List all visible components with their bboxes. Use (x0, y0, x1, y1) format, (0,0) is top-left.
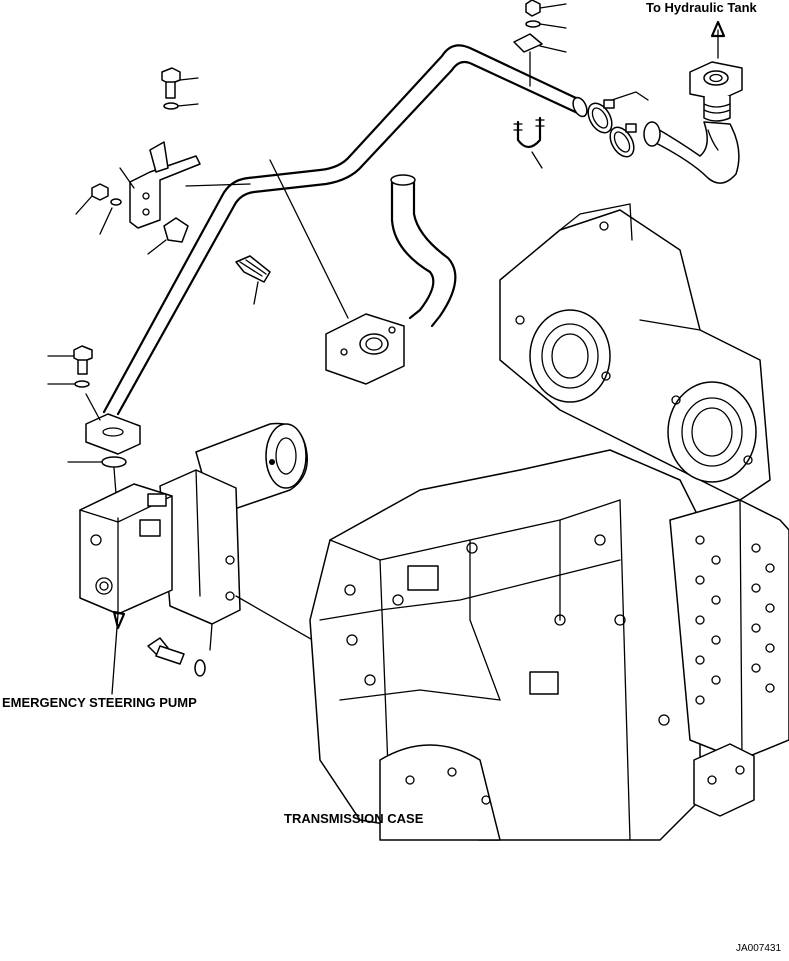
clip-bolt (235, 255, 271, 305)
suction-pipe (269, 159, 457, 385)
hose-clamp-1 (587, 99, 615, 134)
hydraulic-tank-port (689, 20, 743, 122)
bracket-bolt-top (161, 67, 199, 110)
transmission-case-label: TRANSMISSION CASE (284, 811, 424, 826)
return-hose (643, 121, 740, 184)
pump-leader-arrow (112, 610, 126, 630)
emergency-steering-pump-label: EMERGENCY STEERING PUMP (2, 695, 197, 710)
pipe-clip (147, 217, 189, 255)
transmission-case (309, 203, 789, 841)
clamp-leader-line (611, 91, 649, 101)
to-hydraulic-tank-label: To Hydraulic Tank (646, 0, 757, 15)
figure-id-label: JA007431 (736, 943, 782, 954)
valve-port-grid (695, 535, 775, 705)
bracket-nut (75, 183, 122, 235)
pump-mounting-bolt (147, 623, 213, 677)
hose-clamp-2 (609, 123, 637, 158)
emergency-steering-pump (79, 422, 308, 625)
main-steel-pipe (85, 44, 588, 455)
pipe-flange-bolt (47, 345, 101, 421)
top-fasteners (513, 0, 567, 87)
u-bolt (513, 116, 545, 169)
support-bracket (119, 141, 251, 229)
